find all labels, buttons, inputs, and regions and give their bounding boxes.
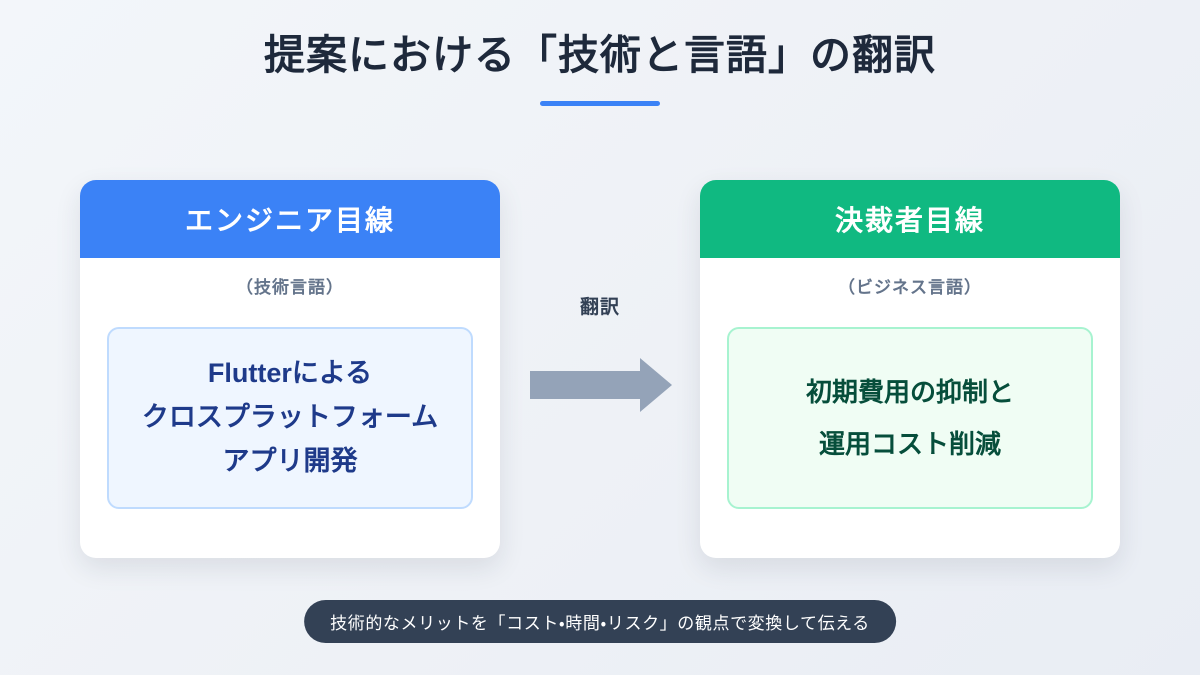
decision-maker-statement-box: 初期費用の抑制と 運用コスト削減 xyxy=(727,327,1093,509)
engineer-card-header: エンジニア目線 xyxy=(80,180,500,258)
decision-maker-statement-line-1: 初期費用の抑制と xyxy=(805,377,1014,407)
title-accent-bar xyxy=(540,101,660,107)
translation-arrow-group: 翻訳 xyxy=(520,292,680,412)
translation-arrow-label: 翻訳 xyxy=(579,297,620,318)
engineer-statement-line-3: アプリ開発 xyxy=(222,445,358,476)
engineer-statement-line-2: クロスプラットフォーム xyxy=(141,402,439,433)
right-arrow-icon xyxy=(530,358,672,412)
decision-maker-card-header: 決裁者目線 xyxy=(700,180,1120,258)
engineer-card: エンジニア目線 （技術言語） Flutterによる クロスプラットフォーム アプ… xyxy=(80,180,500,558)
footer-note-pill: 技術的なメリットを「コスト・時間・リスク」の観点で変換して伝える xyxy=(304,600,896,643)
engineer-card-subtitle: （技術言語） xyxy=(236,278,344,297)
page-title: 提案における「技術と言語」の翻訳 xyxy=(264,32,936,78)
decision-maker-statement-line-2: 運用コスト削減 xyxy=(818,429,1001,459)
decision-maker-card: 決裁者目線 （ビジネス言語） 初期費用の抑制と 運用コスト削減 xyxy=(700,180,1120,558)
title-block: 提案における「技術と言語」の翻訳 xyxy=(0,30,1200,107)
engineer-statement-box: Flutterによる クロスプラットフォーム アプリ開発 xyxy=(107,327,473,509)
engineer-statement-line-1: Flutterによる xyxy=(207,358,373,389)
decision-maker-card-subtitle: （ビジネス言語） xyxy=(838,278,982,297)
